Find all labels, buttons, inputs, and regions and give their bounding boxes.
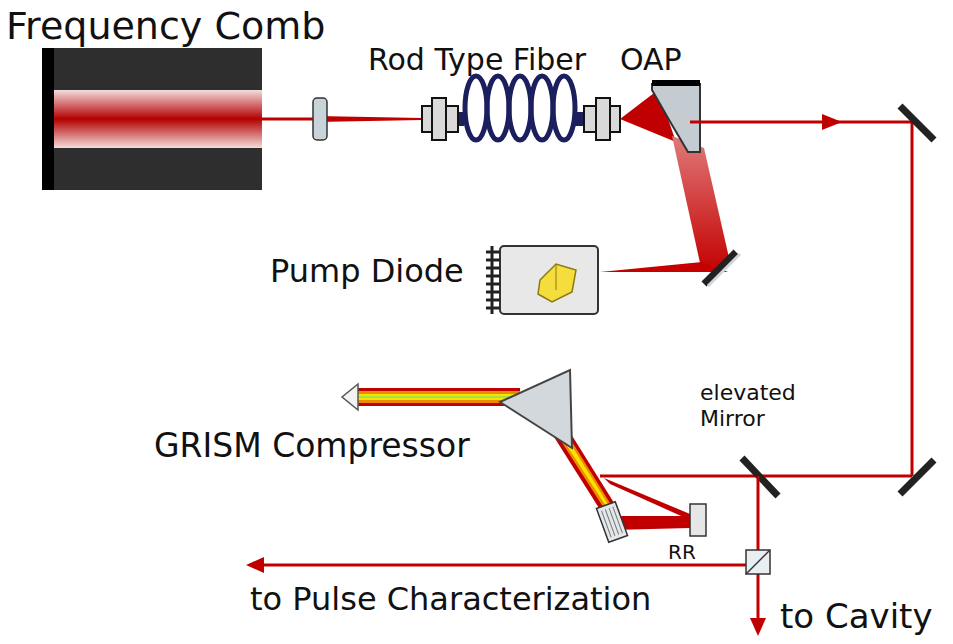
beam-line: [911, 122, 914, 476]
beam-line: [708, 254, 740, 286]
fiber-loop: [465, 76, 487, 140]
beam-line: [704, 252, 736, 284]
output-label: to Pulse Characterization: [250, 580, 651, 618]
beam-line: [613, 507, 623, 533]
component-label: Pump Diode: [270, 252, 464, 290]
optic-part: [690, 504, 706, 536]
output-label: to Cavity: [780, 596, 933, 637]
instrument-label: Frequency Comb: [6, 4, 325, 50]
component-label: elevated Mirror: [700, 380, 822, 433]
optic-part: [432, 98, 446, 140]
beam-line: [690, 121, 918, 124]
mirror-shape: [652, 84, 700, 152]
beam-line: [602, 511, 612, 537]
beam-shape: [342, 384, 358, 410]
beam-shape: [356, 394, 520, 400]
fiber-loop: [553, 76, 575, 140]
fiber-loop: [531, 76, 553, 140]
optic-part: [584, 106, 596, 132]
component-label: GRISM Compressor: [154, 426, 470, 466]
optic-part: [42, 48, 262, 190]
fiber-loop: [487, 76, 509, 140]
beam-shape: [538, 264, 576, 302]
beam-line: [609, 508, 619, 534]
beam-shape: [750, 618, 766, 636]
optic-part: [446, 106, 458, 132]
beam-line: [556, 264, 557, 290]
beam-line: [491, 246, 494, 314]
beam-shape: [822, 114, 842, 130]
part-group: [422, 98, 620, 140]
beam-shape: [356, 396, 520, 398]
beam-line: [757, 476, 760, 620]
optic-part: [42, 48, 54, 190]
optic-part: [54, 90, 262, 148]
part-group: [486, 246, 500, 314]
component-label: Rod Type Fiber: [368, 42, 586, 78]
optic-part: [500, 246, 598, 314]
optic-part: [610, 106, 620, 132]
beam-line: [605, 510, 615, 536]
beam-shape: [356, 391, 520, 403]
beam-shape: [356, 388, 520, 406]
beam-line: [742, 458, 778, 496]
part-group: [465, 76, 575, 140]
optic-part: [313, 98, 327, 140]
part-group: [596, 502, 627, 543]
component-label: RR: [668, 540, 696, 564]
beam-shape: [316, 116, 422, 122]
optic-part: [596, 98, 610, 140]
beam-shape: [600, 262, 728, 272]
component-label: OAP: [620, 42, 682, 78]
beam-shape: [500, 370, 572, 448]
optic-part: [422, 106, 432, 132]
beam-line: [900, 106, 934, 140]
beam-line: [262, 118, 316, 121]
optic-part: [652, 80, 700, 86]
optic-part: [596, 502, 627, 543]
fiber-loop: [509, 76, 531, 140]
optic-part: [746, 550, 770, 574]
beam-shape: [246, 557, 264, 573]
beam-shape: [672, 136, 730, 272]
beam-line: [746, 550, 770, 574]
